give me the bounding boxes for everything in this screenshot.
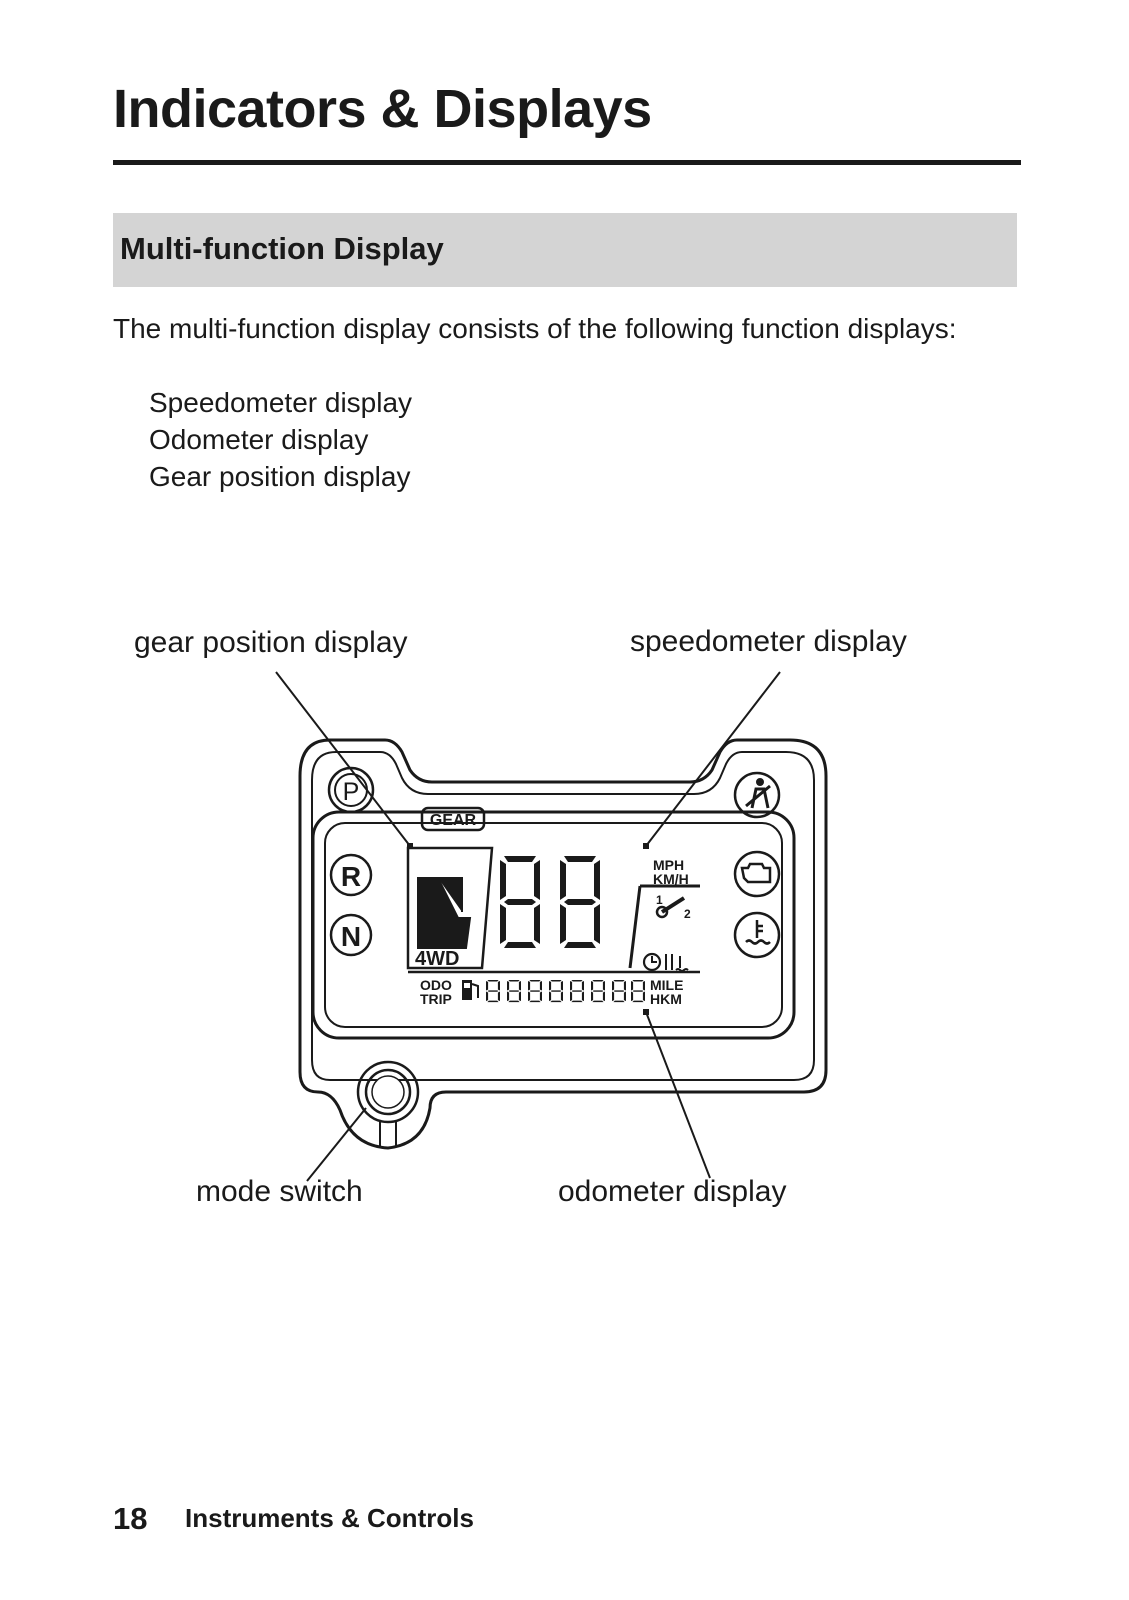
footer-section: Instruments & Controls: [185, 1503, 474, 1533]
odo-digit: [570, 980, 584, 1003]
reverse-indicator: R: [329, 853, 373, 897]
mode-switch-button[interactable]: [356, 1060, 420, 1146]
trip-label: TRIP: [420, 991, 452, 1007]
section-heading: Multi-function Display: [120, 231, 444, 266]
temp-small-icon: [665, 954, 689, 972]
leader-gear: [275, 671, 411, 847]
housing-inner-outline: [311, 751, 815, 1081]
leader-speed: [645, 671, 781, 847]
lcd-window-outer: [311, 810, 796, 1040]
odo-digit: [486, 980, 500, 1003]
callout-speedometer: speedometer display: [630, 625, 907, 658]
leader-mode: [306, 1107, 367, 1182]
engine-check-icon: [733, 850, 781, 898]
title-rule: [113, 160, 1021, 165]
svg-text:1: 1: [656, 893, 663, 907]
odo-digit: [591, 980, 605, 1003]
list-item: Odometer display: [149, 424, 369, 455]
gear-badge-label: GEAR: [430, 812, 477, 829]
lcd-window-inner: [324, 822, 783, 1028]
housing-outline: [298, 738, 828, 1150]
list-item: Gear position display: [149, 461, 411, 492]
svg-text:R: R: [341, 861, 361, 892]
speed-digits-value: 88: [530, 965, 542, 976]
odo-digit: [528, 980, 542, 1003]
svg-text:2: 2: [684, 907, 691, 921]
unit-mile: MILE: [650, 977, 683, 993]
wrench-icon: 1 2: [655, 893, 691, 921]
segment-divider: [628, 884, 700, 969]
clock-icon: [642, 952, 662, 972]
callout-mode-switch: mode switch: [196, 1175, 363, 1208]
section-heading-band: [113, 213, 1017, 287]
odo-digit: [612, 980, 626, 1003]
speed-digit-1: [500, 856, 540, 948]
gear-segment-box: [406, 846, 494, 970]
list-item: Speedometer display: [149, 387, 413, 418]
page-title: Indicators & Displays: [113, 79, 652, 139]
odometer-digits: [486, 980, 645, 1003]
display-list: Speedometer display Odometer display Gea…: [149, 384, 412, 495]
intro-paragraph: The multi-function display consists of t…: [113, 313, 957, 344]
unit-hkm: HKM: [650, 991, 682, 1007]
unit-mph: MPH: [653, 857, 684, 873]
callout-gear-position: gear position display: [134, 626, 408, 659]
speed-digit-2: [560, 856, 600, 948]
page-number: 18: [113, 1501, 148, 1536]
leader-lines: [275, 671, 781, 1182]
fuel-icon: [462, 980, 479, 1000]
odo-digit: [549, 980, 563, 1003]
svg-text:P: P: [343, 778, 360, 806]
drive-mode-label: 4WD: [415, 948, 459, 970]
neutral-indicator: N: [329, 913, 373, 957]
odo-label: ODO: [420, 977, 452, 993]
leader-odo: [645, 1011, 711, 1179]
leader-dots: [407, 843, 649, 1015]
callout-odometer: odometer display: [558, 1175, 787, 1208]
gear-digit-glyph: [417, 877, 472, 949]
seatbelt-icon: [733, 771, 781, 819]
unit-kmh: KM/H: [653, 871, 689, 887]
gear-badge: [420, 806, 486, 832]
odo-digits-value: 88888888: [541, 1020, 580, 1029]
coolant-temp-icon: [733, 911, 781, 959]
svg-text:N: N: [341, 921, 361, 952]
odo-digit: [507, 980, 521, 1003]
odo-digit: [631, 980, 645, 1003]
